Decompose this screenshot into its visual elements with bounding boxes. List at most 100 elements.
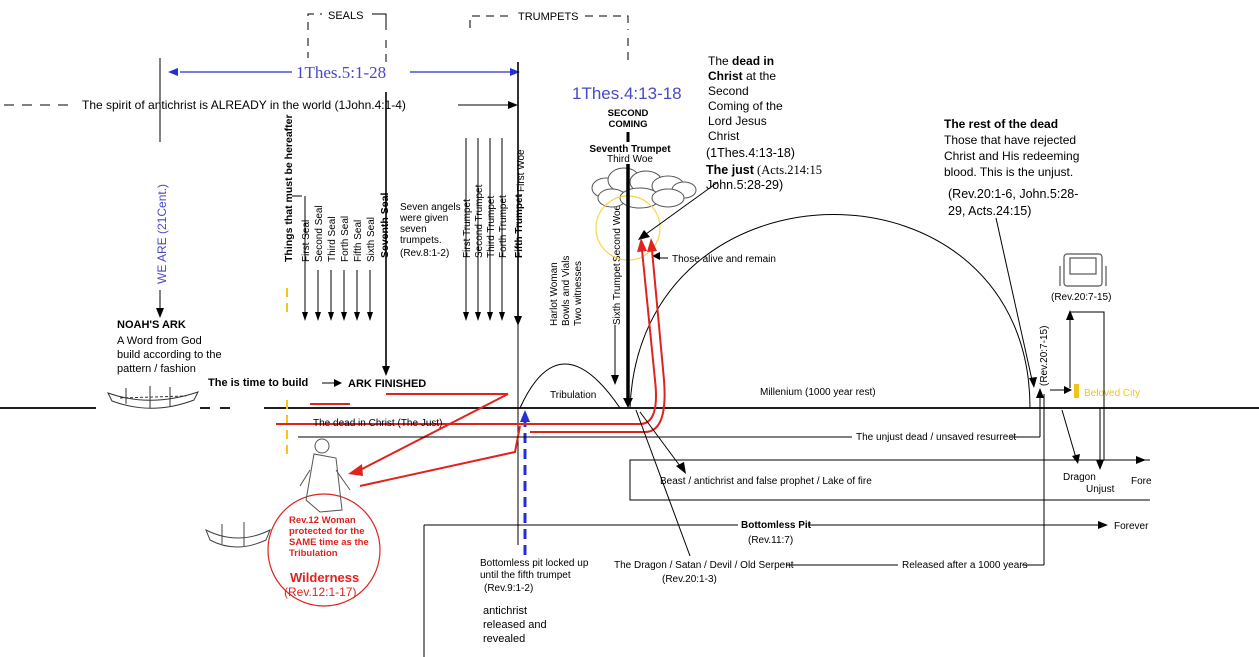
seventh-seal-label: Seventh Seal xyxy=(379,193,391,258)
antichrist-spirit-line: The spirit of antichrist is ALREADY in t… xyxy=(4,98,518,112)
sixth-trumpet-label: Sixth Trumpet xyxy=(612,263,623,325)
rev20-1-3-label: (Rev.20:1-3) xyxy=(662,574,717,585)
antichrist-spirit-text: The spirit of antichrist is ALREADY in t… xyxy=(82,98,406,112)
wilderness-circle xyxy=(267,493,381,607)
trumpet-label: Forth Trumpet xyxy=(498,195,509,258)
noah-line: A Word from God xyxy=(117,335,202,347)
seven-angels-line: were given xyxy=(399,213,448,224)
first-woe-label: First Woe xyxy=(516,149,527,192)
thes5-label: 1Thes.5:1-28 xyxy=(296,63,386,82)
main-timeline: Tribulation Millenium (1000 year rest) T… xyxy=(0,62,1259,545)
small-boat-sketch-icon xyxy=(205,522,271,548)
dead-note-ref: (1Thes.4:13-18) xyxy=(706,146,795,160)
just-line: The just (Acts.214:15 xyxy=(706,163,822,177)
rest-of-dead-ref: 29, Acts.24:15) xyxy=(948,204,1031,218)
red-arrowhead xyxy=(348,464,363,476)
seal-label: Fifth Seal xyxy=(353,220,364,262)
rest-of-dead-ref: (Rev.20:1-6, John.5:28- xyxy=(948,187,1078,201)
millenium-arch xyxy=(629,214,1031,409)
forever-short-label: Fore xyxy=(1131,476,1152,487)
seal-label: First Seal xyxy=(301,220,312,262)
noah-ark-note: NOAH'S ARK A Word from God build accordi… xyxy=(117,319,426,390)
released-label: Released after a 1000 years xyxy=(902,560,1028,571)
pit-locked-line: Bottomless pit locked up xyxy=(480,558,589,569)
dead-note-line2: Christ at the xyxy=(708,69,776,83)
bottomless-pit-label: Bottomless Pit xyxy=(741,520,812,531)
red-arrows xyxy=(276,249,666,487)
wilderness-title: Wilderness xyxy=(290,570,359,585)
forever-label: Forever xyxy=(1114,521,1149,532)
wilderness-note: SAME time as the xyxy=(289,537,369,548)
thes4-label: 1Thes.4:13-18 xyxy=(572,84,682,103)
seal-label: Second Seal xyxy=(314,205,325,262)
ark-finished-label: ARK FINISHED xyxy=(348,378,426,390)
beloved-city-label: Beloved City xyxy=(1084,388,1140,399)
things-hereafter-label: Things that must be hereafter xyxy=(283,114,295,262)
seals-bracket: SEALS xyxy=(307,10,387,62)
throne-icon xyxy=(1059,253,1107,287)
antichrist-released-line: revealed xyxy=(483,633,525,645)
harlot-line: Two witnesses xyxy=(573,261,584,326)
dead-note-line: Lord Jesus xyxy=(708,114,767,128)
second-coming-group: SECOND COMING Seventh Trumpet Third Woe xyxy=(589,108,697,408)
woman-sketch-icon xyxy=(299,438,351,513)
seals-group: Things that must be hereafter First Seal… xyxy=(283,92,461,376)
seals-bracket-label: SEALS xyxy=(328,10,363,22)
noah-line: pattern / fashion xyxy=(117,363,196,375)
time-to-build-label: The is time to build xyxy=(208,377,308,389)
blue-dashed-arrow xyxy=(520,410,530,555)
dead-note-line1: The dead in xyxy=(708,54,774,68)
wilderness-ref: (Rev.12:1-17) xyxy=(284,585,356,599)
seal-label: Sixth Seal xyxy=(366,217,377,262)
unjust-dead-label: The unjust dead / unsaved resurrect xyxy=(856,432,1016,443)
ark-sketch-icon xyxy=(106,386,199,409)
trumpets-bracket: TRUMPETS xyxy=(469,11,629,62)
trumpet-label: Third Trumpet xyxy=(486,196,497,258)
dead-note-line: Second xyxy=(708,84,749,98)
millenium-label: Millenium (1000 year rest) xyxy=(760,387,876,398)
seal-label: Third Seal xyxy=(327,216,338,262)
seven-angels-line: seven xyxy=(400,224,427,235)
rev11-label: (Rev.11:7) xyxy=(748,535,793,546)
wilderness-note: Rev.12 Woman xyxy=(289,515,356,526)
rest-of-dead-note: The rest of the dead Those that have rej… xyxy=(944,117,1079,388)
pit-locked-line: until the fifth trumpet xyxy=(480,570,571,581)
second-woe-label: Second Woe xyxy=(612,204,623,262)
noah-title: NOAH'S ARK xyxy=(117,319,186,331)
antichrist-released-line: antichrist xyxy=(483,605,527,617)
trumpet-label: First Trumpet xyxy=(462,199,473,258)
rest-of-dead-line: Christ and His redeeming xyxy=(944,149,1079,163)
fifth-trumpet-label: Fifth Trumpet xyxy=(514,193,525,258)
dragon-line-label: The Dragon / Satan / Devil / Old Serpent xyxy=(614,560,794,571)
noah-line: build according to the xyxy=(117,349,222,361)
pit-locked-line: (Rev.9:1-2) xyxy=(484,583,533,594)
unjust-label: Unjust xyxy=(1086,484,1115,495)
unjust-dead-line: The unjust dead / unsaved resurrect xyxy=(298,388,1044,443)
seal-arrow: Forth Seal xyxy=(340,216,351,321)
trumpet-label: Second Trumpet xyxy=(474,184,485,258)
bottomless-pit-line: Bottomless Pit (Rev.11:7) Forever xyxy=(423,520,1149,657)
judgment-side: (Rev.20:7-15) (Rev.20:7-15) Beloved City… xyxy=(1039,253,1152,495)
beast-label: Beast / antichrist and false prophet / L… xyxy=(660,476,872,487)
harlot-bowls-witnesses: Harlot Woman Bowls and Vials Two witness… xyxy=(549,256,584,326)
seal-arrow: Sixth Seal xyxy=(366,217,377,321)
tribulation-arch xyxy=(519,363,621,409)
seal-arrow: Fifth Seal xyxy=(353,220,364,321)
seven-angels-note: Seven angels were given seven trumpets. … xyxy=(399,202,461,259)
tribulation-label: Tribulation xyxy=(550,390,596,401)
seventh-trumpet-label: Seventh Trumpet xyxy=(589,144,671,155)
dead-in-christ-timeline-label: The dead in Christ (The Just) xyxy=(313,418,443,429)
red-arrowhead xyxy=(647,238,657,252)
wilderness-note: Tribulation xyxy=(289,548,338,559)
second-coming-label: SECOND xyxy=(608,108,649,119)
wilderness-group: Rev.12 Woman protected for the SAME time… xyxy=(205,438,381,607)
seal-arrow: Third Seal xyxy=(327,216,338,321)
dragon-label: Dragon xyxy=(1063,472,1096,483)
wilderness-note: protected for the xyxy=(289,526,364,537)
we-are-label: WE ARE (21Cent.) xyxy=(155,184,169,284)
seal-arrow: Second Seal xyxy=(314,205,325,321)
seven-angels-line: Seven angels xyxy=(400,202,461,213)
rest-of-dead-line: blood. This is the unjust. xyxy=(944,165,1073,179)
